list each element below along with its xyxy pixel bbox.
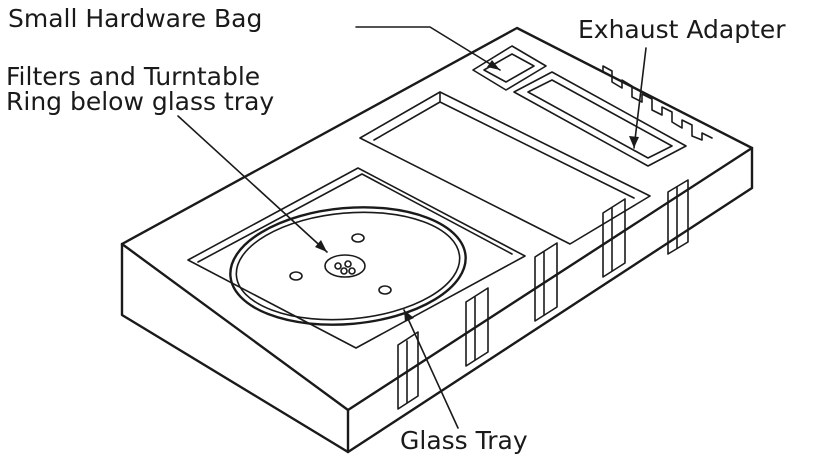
leader-lines bbox=[177, 26, 647, 429]
label-small-hardware-bag: Small Hardware Bag bbox=[8, 4, 263, 33]
roller-hole bbox=[351, 233, 365, 243]
roller-hole bbox=[378, 285, 392, 295]
notch bbox=[465, 287, 489, 367]
notch bbox=[534, 242, 558, 322]
hub-ring bbox=[324, 254, 366, 278]
leader-glass-tray bbox=[403, 309, 459, 429]
label-glass-tray: Glass Tray bbox=[400, 426, 528, 455]
roller-hole bbox=[289, 271, 303, 281]
exhaust-adapter-slot bbox=[513, 71, 687, 167]
glass-tray bbox=[229, 206, 467, 326]
serrated-edge bbox=[594, 65, 713, 141]
notch bbox=[397, 331, 419, 410]
leader-exhaust-adapter bbox=[629, 47, 647, 149]
label-exhaust-adapter: Exhaust Adapter bbox=[578, 15, 786, 44]
foam-block bbox=[120, 26, 754, 454]
leader-small-hardware-bag bbox=[355, 26, 501, 71]
label-filters-line-2: Ring below glass tray bbox=[6, 87, 275, 116]
leader-filters bbox=[177, 115, 328, 253]
middle-recess bbox=[359, 91, 651, 245]
label-filters-line-1: Filters and Turntable bbox=[6, 62, 261, 91]
notch bbox=[667, 179, 689, 255]
hardware-bag-slot bbox=[472, 45, 547, 91]
glass-tray-recess bbox=[187, 167, 526, 349]
